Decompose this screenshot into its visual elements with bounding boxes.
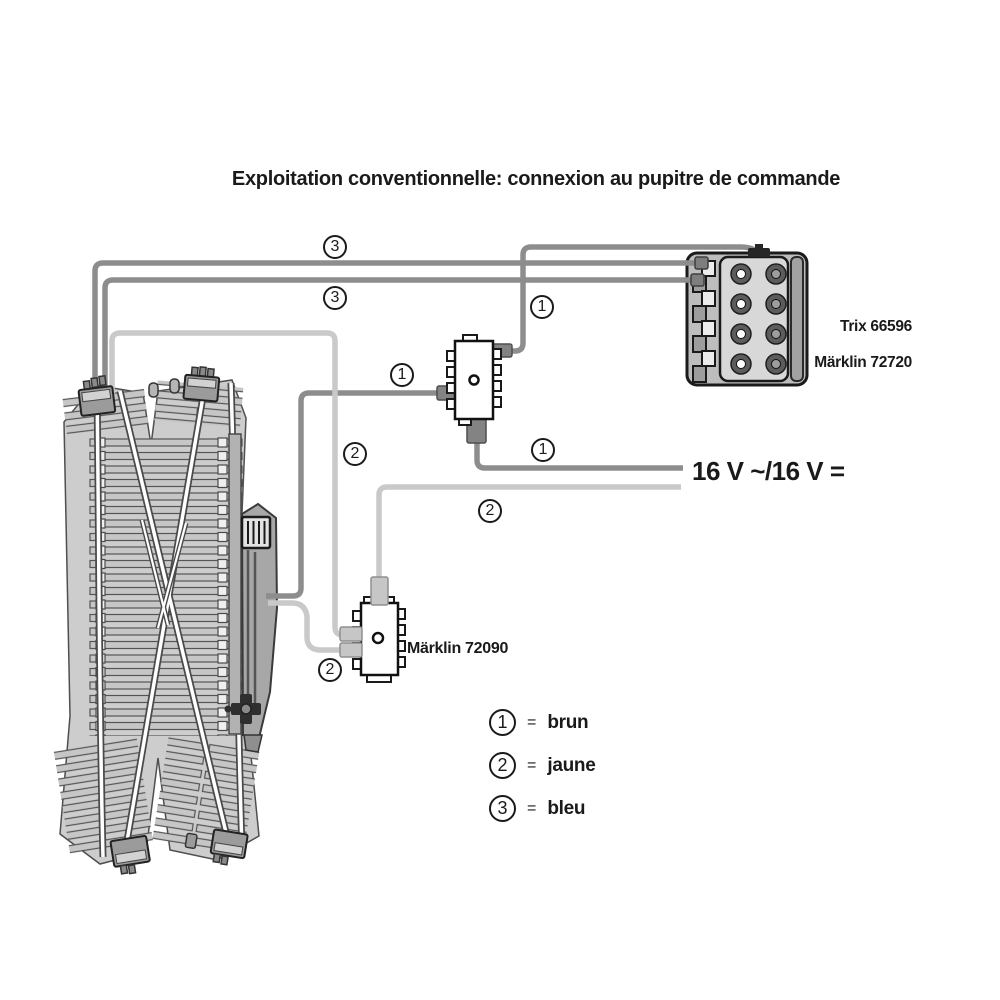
plug-blue-2 xyxy=(690,273,705,287)
callout-brown-panel-badge: 1 xyxy=(530,295,554,319)
legend-equals-1: = xyxy=(527,713,537,731)
callout-yellow-decoder-badge: 2 xyxy=(318,658,342,682)
panel-levers[interactable] xyxy=(692,260,716,383)
control-panel-label: Trix 66596 Märklin 72720 xyxy=(762,300,912,390)
panel-label-line1: Trix 66596 xyxy=(840,318,912,335)
legend-badge-1: 1 xyxy=(489,709,516,736)
track-connector-top-right xyxy=(182,366,221,403)
control-panel xyxy=(685,251,809,387)
panel-top-terminal-base xyxy=(748,248,770,257)
legend-badge-3: 3 xyxy=(489,795,516,822)
wire-yellow-from-track xyxy=(109,330,348,638)
plug-yellow-top xyxy=(370,576,389,606)
plug-yellow-lower-left xyxy=(339,642,363,658)
legend-equals-3: = xyxy=(527,799,537,817)
plug-blue-1 xyxy=(694,256,709,270)
wire-yellow-from-mechanism xyxy=(268,600,348,653)
diagram-title: Exploitation conventionnelle: connexion … xyxy=(231,168,841,190)
wires xyxy=(92,244,760,653)
legend-color-jaune: jaune xyxy=(547,754,596,776)
callout-yellow-power-badge: 2 xyxy=(478,499,502,523)
legend-row-bleu: 3 = bleu xyxy=(489,795,586,822)
callout-blue-top-badge: 3 xyxy=(323,235,347,259)
legend-color-brun: brun xyxy=(547,711,589,733)
track-connector-bottom-right xyxy=(184,828,249,866)
power-supply-label: 16 V ~/16 V = xyxy=(692,456,845,486)
switch-mechanism xyxy=(224,433,279,753)
panel-label-line2: Märklin 72720 xyxy=(814,354,912,371)
wire-blue-2 xyxy=(102,277,697,402)
callout-brown-power-badge: 1 xyxy=(531,438,555,462)
wire-brown-to-power xyxy=(474,435,683,471)
track-post-left xyxy=(148,382,159,398)
decoder-box-72090 xyxy=(339,576,406,683)
legend-color-bleu: bleu xyxy=(547,797,586,819)
wire-yellow-to-power xyxy=(376,484,681,580)
panel-buttons[interactable] xyxy=(730,263,787,375)
track-connector-bottom-left xyxy=(109,834,151,875)
mechanism-terminal-box xyxy=(240,515,272,550)
track-connector-top-left xyxy=(77,375,117,417)
callout-blue-mid-badge: 3 xyxy=(323,286,347,310)
callout-brown-track-badge: 1 xyxy=(390,363,414,387)
wire-brown-to-panel xyxy=(500,244,760,354)
legend-equals-2: = xyxy=(527,756,537,774)
panel-top-terminal xyxy=(755,244,763,250)
legend-badge-2: 2 xyxy=(489,752,516,779)
legend-row-jaune: 2 = jaune xyxy=(489,752,596,779)
switch-lantern xyxy=(224,694,263,753)
wire-blue-1 xyxy=(92,260,700,402)
distribution-connector-box xyxy=(446,334,502,426)
track-crossing xyxy=(53,366,279,875)
legend-row-brun: 1 = brun xyxy=(489,709,589,736)
plug-yellow-upper-left xyxy=(339,626,363,642)
decoder-label: Märklin 72090 xyxy=(407,640,509,657)
track-post-right xyxy=(169,378,180,394)
callout-yellow-track-badge: 2 xyxy=(343,442,367,466)
wire-brown-from-track xyxy=(266,390,442,599)
